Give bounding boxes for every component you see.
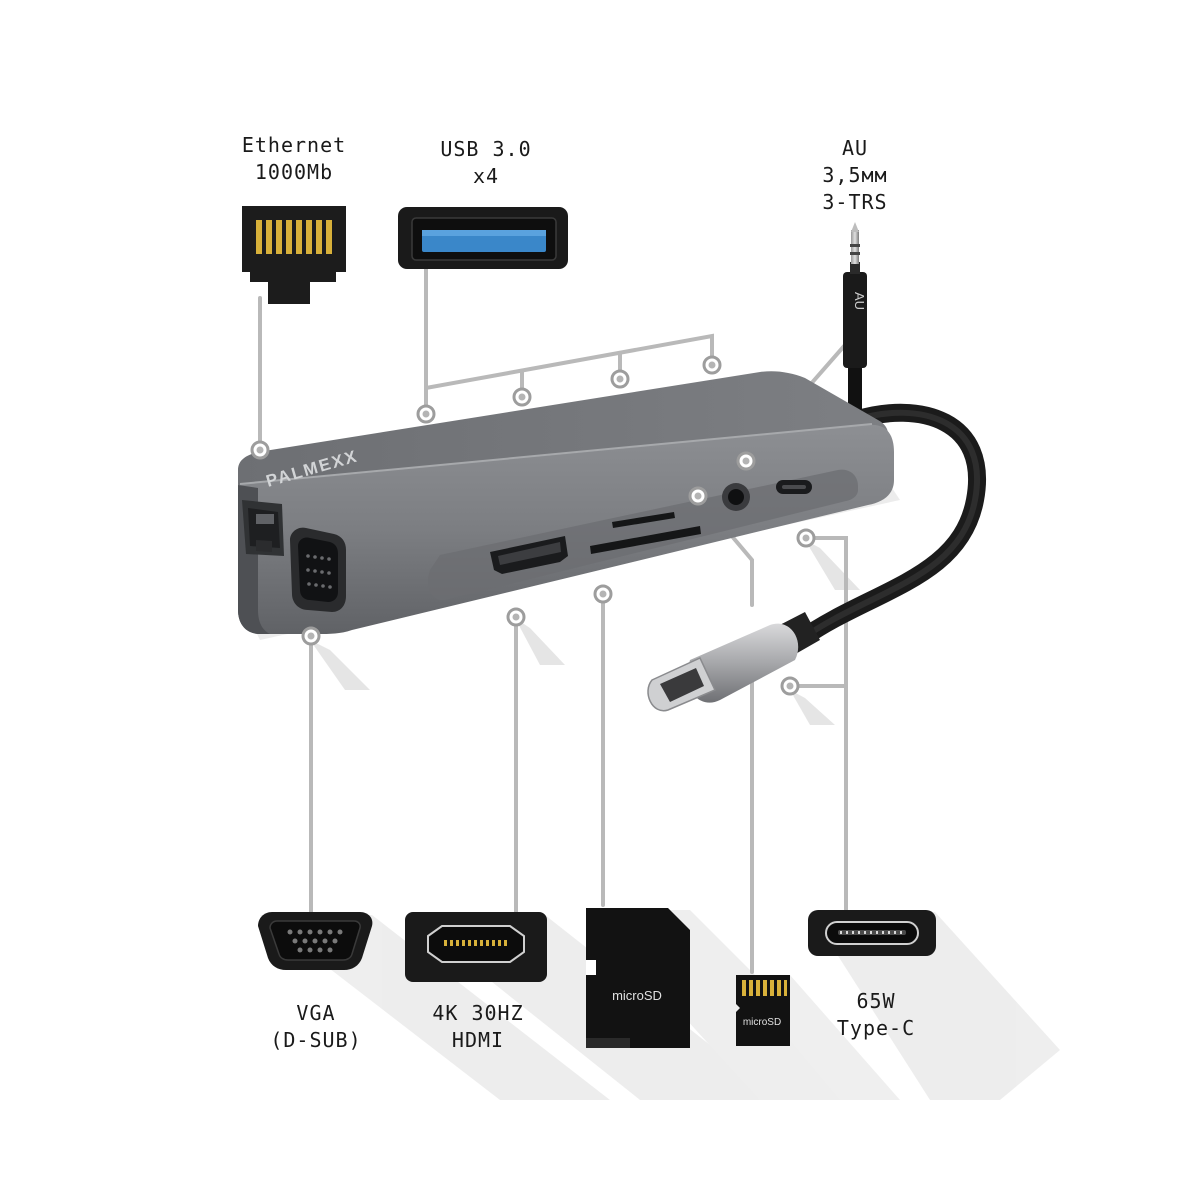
usb-c-cable	[647, 403, 986, 712]
usb-icon	[398, 207, 568, 269]
hub-usbc-port	[776, 480, 812, 494]
sd-card-label: microSD	[612, 988, 662, 1003]
label-vga-line2: (D-SUB)	[270, 1028, 362, 1052]
label-typec-line1: 65W	[856, 989, 896, 1013]
label-hdmi: 4K 30HZ HDMI	[432, 1000, 523, 1054]
label-usb-line1: USB 3.0	[440, 137, 532, 161]
label-hdmi-line2: HDMI	[451, 1028, 505, 1052]
label-audio-line3: 3-TRS	[822, 190, 888, 214]
ethernet-port	[242, 500, 284, 556]
ethernet-icon	[242, 206, 346, 304]
sd-card-icon: microSD	[586, 908, 690, 1048]
label-vga: VGA (D-SUB)	[270, 1000, 361, 1054]
jack-label: AU	[852, 292, 867, 310]
hdmi-icon	[405, 912, 547, 982]
label-usb-line2: x4	[472, 164, 500, 188]
label-ethernet-line1: Ethernet	[241, 133, 347, 157]
label-hdmi-line1: 4K 30HZ	[432, 1001, 524, 1025]
label-ethernet-line2: 1000Mb	[254, 160, 334, 184]
label-ethernet: Ethernet 1000Mb	[242, 132, 346, 186]
label-usb: USB 3.0 x4	[440, 136, 531, 190]
label-vga-line1: VGA	[296, 1001, 336, 1025]
label-typec: 65W Type-C	[837, 988, 915, 1042]
label-audio: AU 3,5мм 3-TRS	[822, 135, 887, 216]
microsd-card-label: microSD	[743, 1017, 781, 1028]
card-slots	[590, 512, 701, 554]
audio-port	[722, 483, 750, 511]
type-c-icon	[808, 910, 936, 956]
microsd-icon: microSD	[736, 975, 790, 1046]
label-typec-line2: Type-C	[836, 1016, 916, 1040]
vga-icon	[258, 912, 373, 970]
label-audio-line2: 3,5мм	[822, 163, 888, 187]
hub-body: PALMEXX	[238, 371, 900, 640]
vga-port	[290, 527, 346, 612]
hdmi-port	[490, 536, 568, 574]
label-audio-line1: AU	[841, 136, 869, 160]
